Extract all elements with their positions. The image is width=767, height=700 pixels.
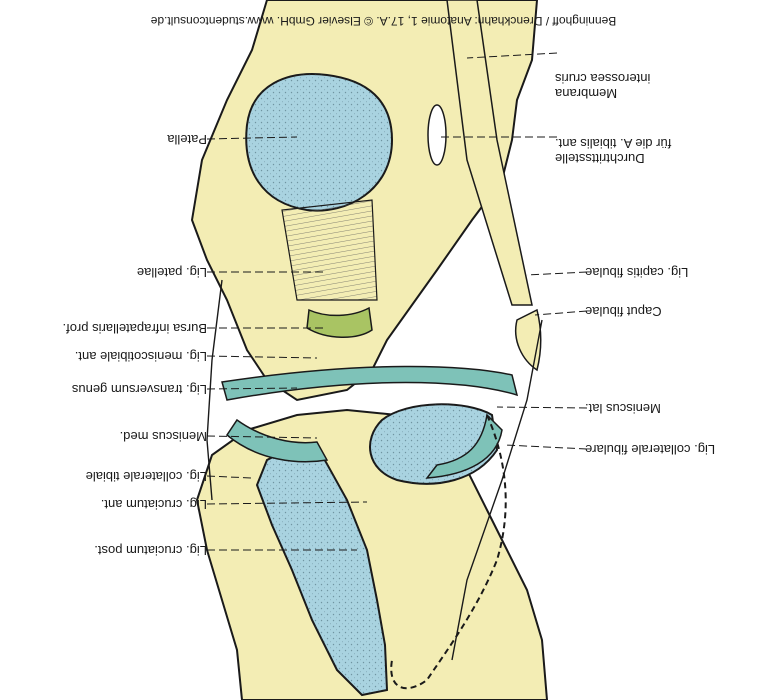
label-caput-fibulae: Caput fibulae xyxy=(585,304,662,319)
foramen-opening xyxy=(427,104,447,166)
label-meniscus-lat: Meniscus lat. xyxy=(585,401,661,416)
label-lig-transversum: Lig. transversum genus xyxy=(71,382,207,397)
collateral-ligament-medial xyxy=(206,279,223,501)
fibula-head xyxy=(515,308,542,372)
label-lig-patellae: Lig. patellae xyxy=(136,265,207,280)
leader-lines xyxy=(206,52,588,551)
label-lig-cruciatum-post: Lig. cruciatum post. xyxy=(94,543,207,558)
copyright-credit: Benninghoff / Drenckhahn: Anatomie 1, 17… xyxy=(150,14,617,28)
label-bursa: Bursa infrapatellaris prof. xyxy=(62,321,207,336)
label-patella: Patella xyxy=(167,132,207,147)
label-lig-collaterale-fibulare: Lig. collaterale fibulare xyxy=(585,442,716,457)
meniscus-medial-shape xyxy=(226,418,329,463)
capsule-dashed xyxy=(390,414,507,690)
label-lig-cruciatum-ant: Lig. cruciatum ant. xyxy=(100,497,207,512)
collateral-ligament-lateral xyxy=(451,319,543,661)
label-durchtrittsstelle: Durchtrittsstelle xyxy=(555,151,645,166)
fibula-shaft xyxy=(446,0,533,306)
label-interossea-cruris: interossea cruris xyxy=(555,71,651,86)
label-fuer-a-tibialis: für die A. tibialis ant. xyxy=(555,136,672,151)
meniscus-band xyxy=(221,365,519,401)
label-lig-capitis-fibulae: Lig. capitis fibulae xyxy=(585,265,689,280)
label-lig-meniscotibiale: Lig. meniscotibiale ant. xyxy=(74,349,207,364)
label-membrana: Membrana xyxy=(555,86,618,101)
meniscus-lateral-shape xyxy=(425,413,503,479)
patellar-ligament xyxy=(281,199,378,301)
bursa-shape xyxy=(306,306,373,338)
label-meniscus-med: Meniscus med. xyxy=(119,429,207,444)
label-lig-collaterale-tibiale: Lig. collaterale tibiale xyxy=(85,469,207,484)
